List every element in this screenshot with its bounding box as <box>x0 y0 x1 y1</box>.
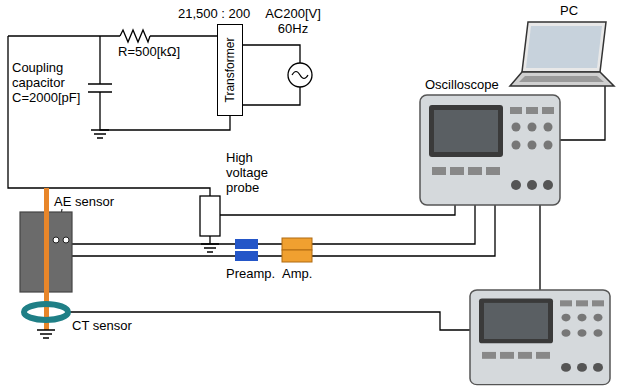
capacitor-label: Coupling capacitor C=2000[pF] <box>12 60 86 105</box>
wires <box>8 30 605 330</box>
amplifier-label: Preamp. <box>226 266 275 281</box>
device-label: Oscilloscope <box>425 77 499 92</box>
wire <box>8 36 210 196</box>
sensor-label: AE sensor <box>52 194 116 209</box>
laptop <box>510 22 614 86</box>
ac-source <box>288 63 312 87</box>
probe-label: High voltage probe <box>226 150 284 195</box>
oscilloscope <box>470 290 610 385</box>
pc-cable <box>560 86 605 140</box>
wire <box>8 35 120 36</box>
ae-sensor <box>53 237 59 243</box>
sample-rod <box>44 188 49 330</box>
wire <box>209 236 210 244</box>
sensor-label: CT sensor <box>72 318 132 333</box>
amplifier-label: Amp. <box>282 266 312 281</box>
amp-symbol <box>282 238 312 250</box>
ac-source-wave <box>292 72 308 79</box>
ground-symbol <box>37 330 55 338</box>
transformer-box: Transformer <box>217 24 243 116</box>
preamp-symbol <box>235 239 258 249</box>
scope-link <box>539 205 540 290</box>
ground-symbol <box>91 130 109 138</box>
signal-cable <box>66 205 495 256</box>
oscilloscope <box>420 95 560 205</box>
wire <box>150 35 217 36</box>
ratio-label: 21,500 : 200 <box>178 6 250 21</box>
resistor-symbol <box>120 30 150 42</box>
probe-cable <box>220 205 455 215</box>
resistor-value: R=500[kΩ] <box>118 44 180 59</box>
amp-symbol <box>282 250 312 262</box>
preamp-symbol <box>235 251 258 261</box>
ground-symbols <box>37 130 219 338</box>
capacitor-symbol <box>88 36 230 130</box>
signal-cable <box>56 205 475 244</box>
transformer-label: Transformer <box>223 38 237 103</box>
ground-symbol <box>201 244 219 252</box>
ct-sensor <box>24 304 68 320</box>
ae-sensor <box>63 237 69 243</box>
high-voltage-probe <box>200 196 220 236</box>
source-label: AC200[V] 60Hz <box>260 6 326 36</box>
device-label: PC <box>560 3 578 18</box>
